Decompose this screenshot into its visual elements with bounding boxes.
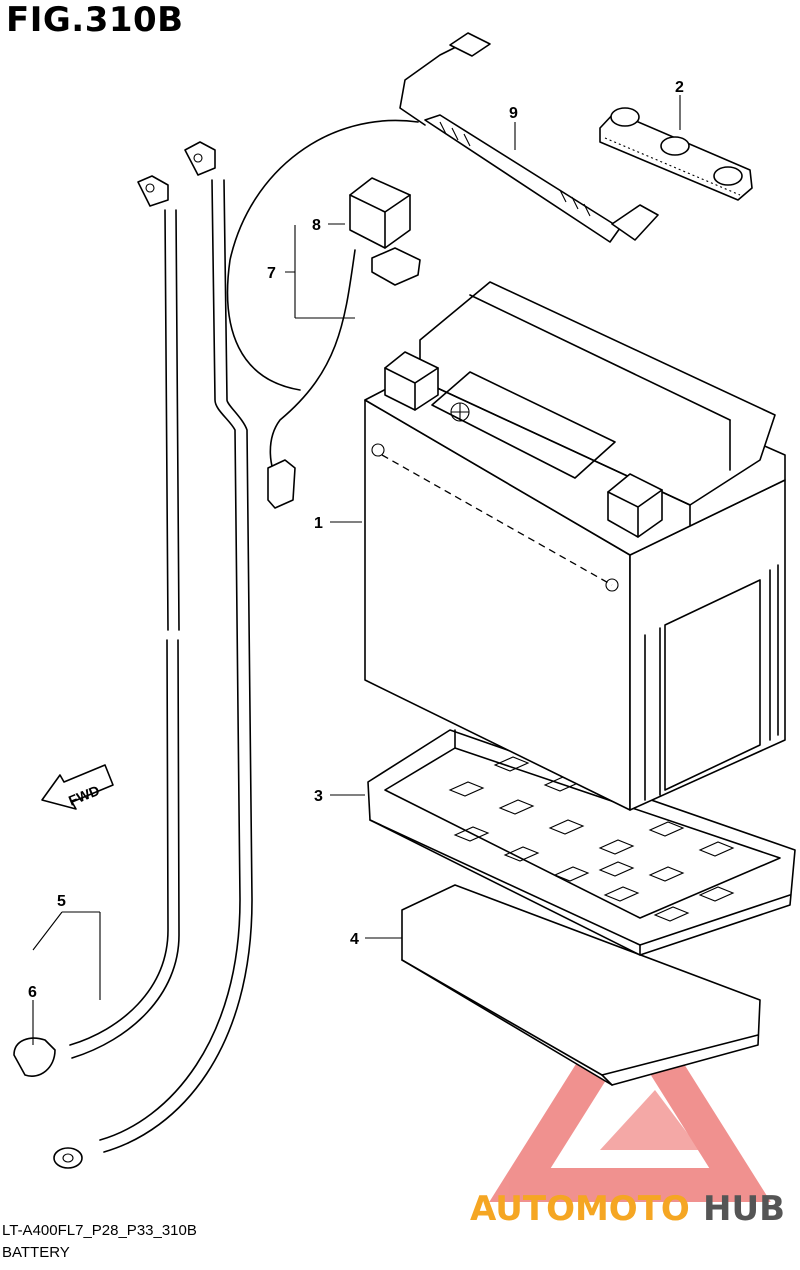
callout-5: 5 [57,893,66,910]
battery-tray-part-3 [367,729,796,956]
watermark-logo [489,978,771,1202]
callout-8: 8 [312,217,321,234]
callout-3: 3 [314,788,323,805]
battery-part-1 [364,281,786,811]
battery-pad-part-4 [401,884,761,1086]
diagram-name: BATTERY [2,1244,70,1261]
diagram-code: LT-A400FL7_P28_P33_310B [2,1222,197,1239]
watermark-text-primary: AUTOMOTO [470,1189,690,1229]
bracket-part-7 [267,247,421,509]
rubber-strip-part-2 [599,107,753,201]
callout-2: 2 [675,79,684,96]
battery-cable-part-6 [53,141,253,1169]
fuse-holder-harness-part-9 [226,32,659,391]
callout-4: 4 [350,931,359,948]
battery-cable-part-5 [13,175,180,1077]
figure-title: FIG.310B [6,0,184,40]
callout-9: 9 [509,105,518,122]
callout-leaders [32,95,681,1045]
callout-6: 6 [28,984,37,1001]
watermark-text-secondary: HUB [703,1189,785,1229]
fwd-direction-arrow: FWD [41,764,114,810]
callout-1: 1 [314,515,323,532]
callout-7: 7 [267,265,276,282]
relay-part-8 [349,177,411,249]
